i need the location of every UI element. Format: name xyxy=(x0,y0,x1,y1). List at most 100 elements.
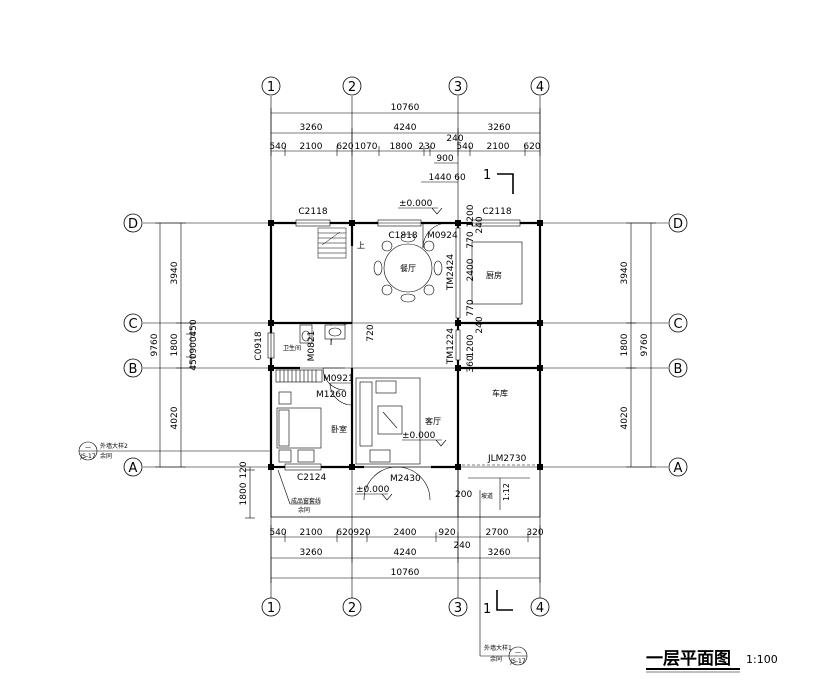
bottom-callout-symbol-bottom: JS-17 xyxy=(509,658,526,665)
bedroom-furniture xyxy=(275,369,323,463)
axis-bubble-2-bottom: 2 xyxy=(342,597,362,617)
axis-label: 4 xyxy=(536,601,544,616)
living-furniture xyxy=(355,377,421,465)
top-dimension-chains xyxy=(270,108,541,183)
dim-right-span-1: 3940 xyxy=(620,261,630,284)
dim-bottom-240: 240 xyxy=(453,541,470,551)
dim-bottom-detail: 2400 xyxy=(394,528,417,538)
dim-top-span-2: 4240 xyxy=(394,123,417,133)
dim-left-sub: 900 xyxy=(189,336,199,353)
left-dimension-chains xyxy=(155,222,255,519)
dim-right-span-2: 1800 xyxy=(620,333,630,356)
dim-left-bottom: 1800 xyxy=(239,482,249,505)
columns xyxy=(268,220,543,470)
bathroom-fixtures xyxy=(299,324,346,344)
dim-interior: 1200 xyxy=(466,334,476,357)
section-mark-top-label: 1 xyxy=(483,168,491,183)
label-c0918: C0918 xyxy=(254,331,264,360)
floor-note-1: 成品窗套线 xyxy=(291,497,321,505)
ramp-label: 坡道 xyxy=(481,492,493,500)
axis-label: B xyxy=(129,362,138,377)
dim-bottom-span-2: 4240 xyxy=(394,548,417,558)
dim-left-overall: 9760 xyxy=(150,333,160,356)
dim-interior: 770 xyxy=(466,231,476,248)
axis-bubble-1-bottom: 1 xyxy=(261,597,281,617)
windows xyxy=(267,219,521,471)
drawing-scale: 1:100 xyxy=(746,653,778,666)
axis-bubble-C-left: C xyxy=(123,313,143,333)
thin-walls xyxy=(270,246,541,518)
label-jlm2730: JLM2730 xyxy=(487,454,527,464)
axis-label: 1 xyxy=(267,80,275,95)
dim-bottom-detail: 540 xyxy=(269,528,286,538)
level-mark-2: ±0.000 xyxy=(402,431,436,441)
axis-bubble-B-left: B xyxy=(123,358,143,378)
label-tm2424: TM2424 xyxy=(446,254,456,291)
axis-bubble-A-left: A xyxy=(123,457,143,477)
axis-bubble-4-top: 4 xyxy=(530,76,550,96)
axis-bubble-3-top: 3 xyxy=(448,76,468,96)
label-c2124: C2124 xyxy=(297,473,326,483)
dim-bottom-detail: 2700 xyxy=(486,528,509,538)
dim-interior: 770 xyxy=(466,299,476,316)
label-m1260: M1260 xyxy=(316,390,347,400)
label-c2118-left: C2118 xyxy=(298,207,327,217)
dining-table xyxy=(373,233,443,303)
level-mark-3: ±0.000 xyxy=(356,485,390,495)
kitchen-counter xyxy=(471,241,523,305)
dim-interior: 720 xyxy=(366,324,376,341)
dim-right-overall: 9760 xyxy=(640,333,650,356)
label-m2430: M2430 xyxy=(390,474,421,484)
dim-bottom-detail: 320 xyxy=(526,528,543,538)
dim-left-bottom: 120 xyxy=(239,461,249,478)
axis-label: 1 xyxy=(267,601,275,616)
dim-top-detail: 620 xyxy=(336,142,353,152)
dim-top-detail: 540 xyxy=(269,142,286,152)
room-label-bathroom: 卫生间 xyxy=(283,344,301,352)
left-callout xyxy=(78,441,272,461)
axis-bubble-B-right: B xyxy=(668,358,688,378)
title-underline xyxy=(646,668,740,673)
dim-top-detail: 2100 xyxy=(487,142,510,152)
axis-label: D xyxy=(673,217,683,232)
label-c2118-right: C2118 xyxy=(482,207,511,217)
left-callout-symbol-bottom: JS-17 xyxy=(79,453,96,460)
bottom-callout-note-2: 余同 xyxy=(490,655,502,663)
floor-note-callout xyxy=(277,469,320,505)
dim-top-900: 900 xyxy=(436,154,453,164)
axis-label: 4 xyxy=(536,80,544,95)
label-tm1224: TM1224 xyxy=(446,328,456,365)
dim-top-overall: 10760 xyxy=(391,103,420,113)
ramp xyxy=(468,477,530,510)
axis-label: B xyxy=(674,362,683,377)
dim-interior: 2400 xyxy=(466,258,476,281)
label-c1818: C1818 xyxy=(388,231,417,241)
dim-top-detail: 2100 xyxy=(300,142,323,152)
axis-bubble-D-right: D xyxy=(668,213,688,233)
dim-bottom-detail: 920 xyxy=(353,528,370,538)
axis-bubble-1-top: 1 xyxy=(261,76,281,96)
bottom-callout xyxy=(479,490,528,666)
axis-bubble-C-right: C xyxy=(668,313,688,333)
label-m0924: M0924 xyxy=(427,231,458,241)
section-mark-bottom-label: 1 xyxy=(483,602,491,617)
dim-bottom-detail: 620 xyxy=(336,528,353,538)
stair xyxy=(317,227,347,259)
dim-top-240: 240 xyxy=(446,134,463,144)
dim-left-sub: 450 xyxy=(189,319,199,336)
axis-bubble-D-left: D xyxy=(123,213,143,233)
axis-label: 2 xyxy=(348,80,356,95)
dim-interior: 200 xyxy=(455,490,472,500)
dim-top-detail: 1800 xyxy=(390,142,413,152)
level-marks xyxy=(355,207,447,501)
bottom-dimension-chains xyxy=(270,525,541,583)
label-m0821: M0821 xyxy=(307,331,317,362)
axis-label: 3 xyxy=(454,80,462,95)
drawing-title: 一层平面图 xyxy=(646,649,731,669)
room-label-bedroom: 卧室 xyxy=(331,424,347,434)
axis-label: C xyxy=(673,317,682,332)
axis-bubble-4-bottom: 4 xyxy=(530,597,550,617)
dim-top-detail: 620 xyxy=(523,142,540,152)
section-mark-top xyxy=(497,173,514,194)
doors xyxy=(322,222,537,501)
